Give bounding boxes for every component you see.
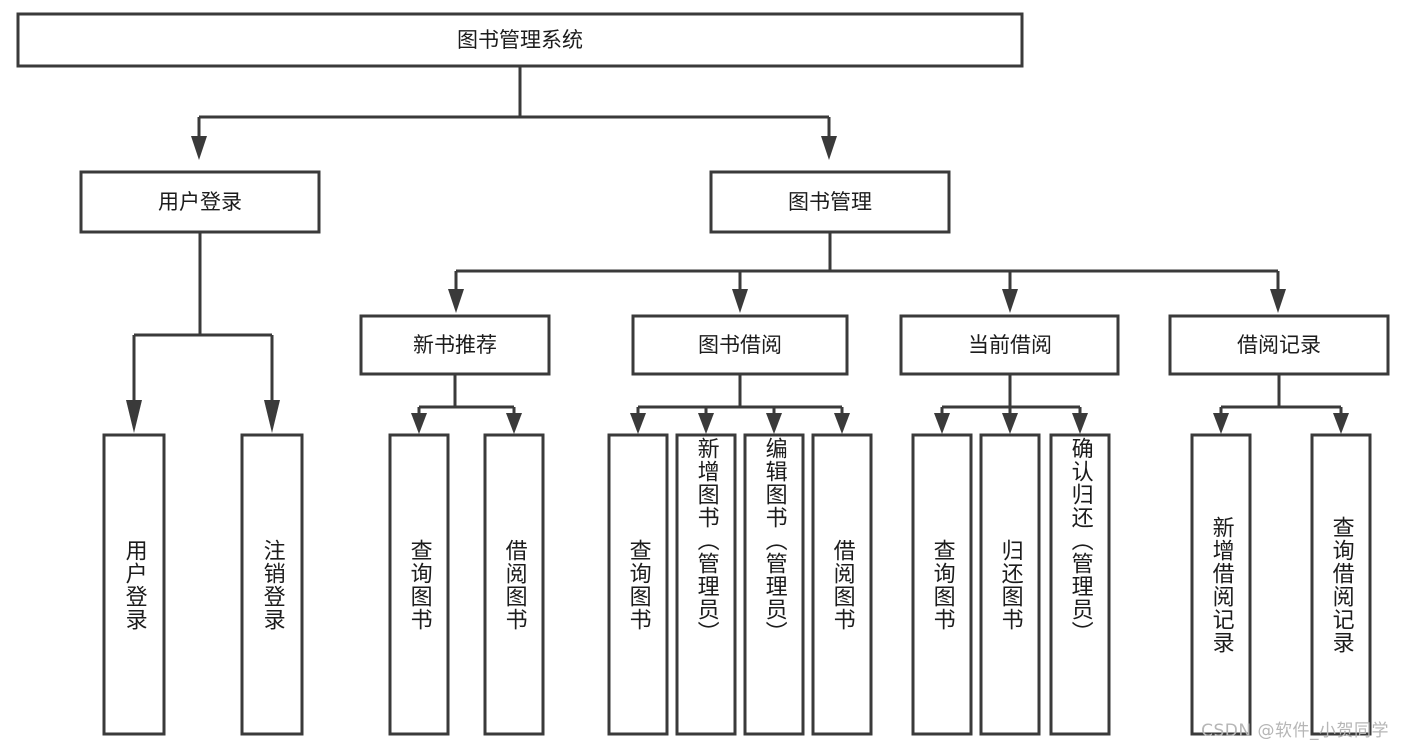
current-borrow-label: 当前借阅 xyxy=(968,333,1052,357)
book-manage-label: 图书管理 xyxy=(788,190,872,214)
leaf-box-current-borrow-1[interactable] xyxy=(911,433,973,736)
connector-borrow-record-to-leaves xyxy=(1213,374,1349,434)
arrow-borrow-record-leaf-2 xyxy=(1333,413,1349,434)
arrow-new-book-leaf-1 xyxy=(411,413,427,434)
borrow-record-label: 借阅记录 xyxy=(1237,333,1321,357)
node-user-login[interactable]: 用户登录 xyxy=(79,170,321,234)
book-borrow-label: 图书借阅 xyxy=(698,333,782,357)
arrow-book-borrow-leaf-2 xyxy=(698,413,714,434)
new-book-recommend-box xyxy=(359,314,551,376)
connector-book-borrow-to-leaves xyxy=(630,374,850,434)
arrow-to-borrow-record xyxy=(1270,289,1286,313)
arrow-to-book-borrow xyxy=(732,289,748,313)
arrow-book-borrow-leaf-1 xyxy=(630,413,646,434)
connector-new-book-to-leaves xyxy=(411,374,522,434)
node-borrow-record[interactable]: 借阅记录 xyxy=(1168,314,1390,376)
arrow-to-new-book xyxy=(448,289,464,313)
leaf-box-current-borrow-3[interactable] xyxy=(1049,433,1111,736)
leaf-box-book-borrow-1[interactable] xyxy=(607,433,669,736)
leaf-box-borrow-record-2[interactable] xyxy=(1310,433,1372,736)
leaf-box-user-login-1[interactable] xyxy=(102,433,166,736)
leaf-box-book-borrow-3[interactable] xyxy=(743,433,805,736)
arrow-to-current-borrow xyxy=(1002,289,1018,313)
user-login-label: 用户登录 xyxy=(158,190,242,214)
arrow-new-book-leaf-2 xyxy=(506,413,522,434)
leaf-box-borrow-record-1[interactable] xyxy=(1190,433,1252,736)
leaf-box-user-login-2[interactable] xyxy=(240,433,304,736)
node-book-borrow[interactable]: 图书借阅 xyxy=(631,314,849,376)
current-borrow-box xyxy=(899,314,1120,376)
node-root[interactable]: 图书管理系统 xyxy=(16,12,1024,68)
arrow-borrow-record-leaf-1 xyxy=(1213,413,1229,434)
root-label: 图书管理系统 xyxy=(457,28,583,52)
arrow-to-user-login xyxy=(191,136,207,160)
leaf-box-new-book-1[interactable] xyxy=(388,433,450,736)
user-login-box xyxy=(79,170,321,234)
leaf-box-book-borrow-4[interactable] xyxy=(811,433,873,736)
connector-book-manage-to-level3 xyxy=(448,232,1286,313)
node-book-manage[interactable]: 图书管理 xyxy=(709,170,951,234)
leaf-box-book-borrow-2[interactable] xyxy=(675,433,737,736)
new-book-recommend-label: 新书推荐 xyxy=(413,333,497,357)
arrow-current-borrow-leaf-2 xyxy=(1002,413,1018,434)
node-new-book-recommend[interactable]: 新书推荐 xyxy=(359,314,551,376)
root-box xyxy=(16,12,1024,68)
arrow-book-borrow-leaf-4 xyxy=(834,413,850,434)
connector-root-to-level2 xyxy=(191,66,837,160)
arrow-user-login-leaf-2 xyxy=(264,400,280,433)
node-current-borrow[interactable]: 当前借阅 xyxy=(899,314,1120,376)
connector-current-borrow-to-leaves xyxy=(934,374,1088,434)
arrow-user-login-leaf-1 xyxy=(126,400,142,433)
leaf-box-new-book-2[interactable] xyxy=(483,433,545,736)
arrow-current-borrow-leaf-3 xyxy=(1072,413,1088,434)
leaf-box-current-borrow-2[interactable] xyxy=(979,433,1041,736)
arrow-book-borrow-leaf-3 xyxy=(766,413,782,434)
arrow-to-book-manage xyxy=(821,136,837,160)
connector-user-login-to-leaves xyxy=(126,232,280,433)
arrow-current-borrow-leaf-1 xyxy=(934,413,950,434)
